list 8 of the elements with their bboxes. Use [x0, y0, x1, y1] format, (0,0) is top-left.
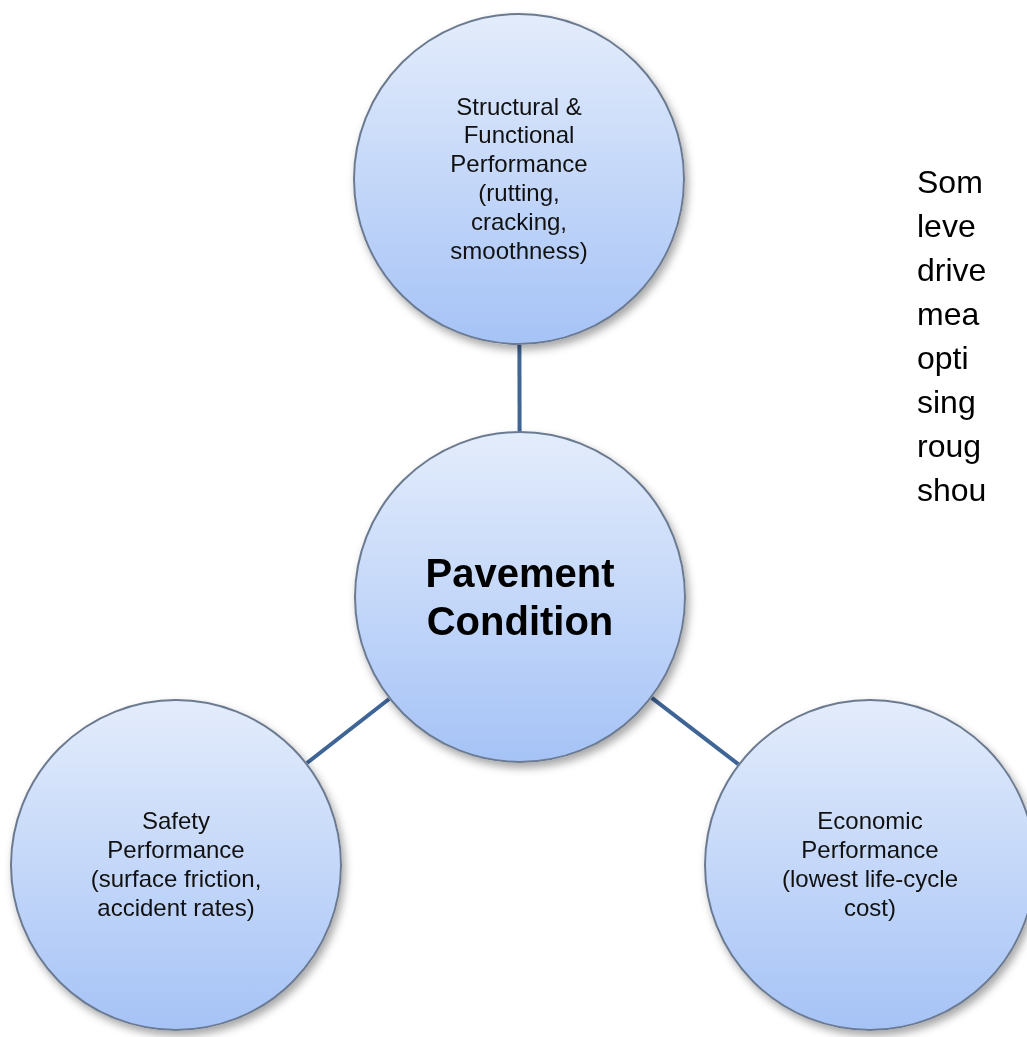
- category-text: Economic Performance (lowest life-cycle cost): [780, 807, 959, 923]
- center-title: Pavement Condition: [424, 550, 616, 645]
- category-text: Structural & Functional Performance (rutting, cracking, smoothness): [449, 92, 589, 266]
- connector-line: [517, 345, 522, 431]
- side-note: Som leve drive mea opti sing roug shou: [917, 163, 988, 510]
- connector-line: [650, 696, 740, 766]
- connector-line: [305, 697, 391, 765]
- category-text: Safety Performance (surface friction, accident rates): [89, 807, 263, 923]
